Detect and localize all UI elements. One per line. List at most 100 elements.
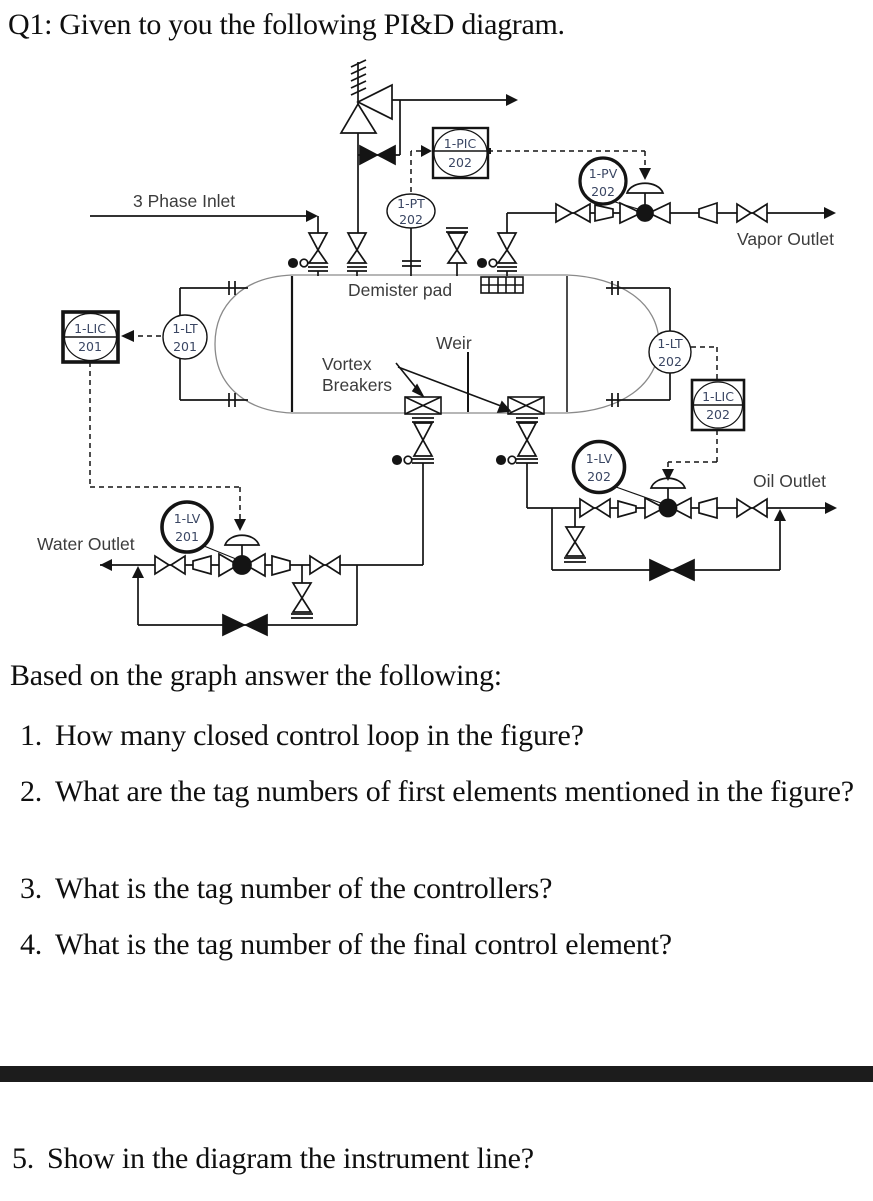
lic-201-num: 201 [78, 339, 102, 354]
question-1-number: 1. [20, 719, 43, 752]
question-5: 5. Show in the diagram the instrument lin… [12, 1139, 534, 1179]
pt-202-instrument: 1-PT 202 [386, 193, 436, 229]
pt-202-tag: 1-PT [397, 196, 425, 211]
gate-valve [555, 202, 574, 224]
gate-valve [736, 202, 753, 224]
demister-pad-symbol [480, 276, 524, 294]
vortex-label-line2: Breakers [322, 375, 392, 395]
question-1: 1. How many closed control loop in the fi… [20, 716, 584, 756]
inlet-label: 3 Phase Inlet [133, 191, 235, 211]
lv-202-tag: 1-LV [586, 451, 613, 466]
lv-201-instrument: 1-LV 201 [160, 500, 214, 554]
control-valve-vapor [611, 182, 671, 225]
question-3-text: What is the tag number of the controller… [55, 872, 553, 905]
questions-intro: Based on the graph answer the following: [10, 659, 502, 692]
lv-202-num: 202 [587, 469, 611, 484]
lt-201-tag: 1-LT [172, 321, 198, 336]
control-valve-water [203, 534, 266, 578]
gate-valve [579, 497, 596, 519]
signal-arrowheads [121, 145, 674, 531]
drain-plug-icon [476, 257, 488, 269]
vortex-breaker-left [404, 396, 442, 415]
demister-label: Demister pad [348, 280, 452, 300]
pv-202-instrument: 1-PV 202 [578, 156, 628, 206]
diaphragm-actuator [223, 534, 261, 546]
reducer [594, 203, 614, 223]
closed-valve-psv-bypass [359, 144, 379, 166]
reducer [617, 499, 637, 519]
vortex-breaker-right [507, 396, 545, 415]
vent-valve [446, 227, 468, 276]
question-3-number: 3. [20, 872, 43, 905]
lic-202-num: 202 [706, 407, 730, 422]
lic-202-tag: 1-LIC [702, 389, 734, 404]
weir-label: Weir [436, 333, 472, 353]
lt-202-instrument: 1-LT 202 [648, 330, 692, 374]
control-valve-oil [615, 477, 692, 520]
pt-202-num: 202 [399, 212, 423, 227]
drain-plug-icon [495, 454, 507, 466]
question-1-text: How many closed control loop in the figu… [55, 719, 584, 752]
stub-drain-valve [564, 526, 586, 544]
question-5-number: 5. [12, 1142, 35, 1175]
question-2: 2. What are the tag numbers of first elem… [20, 772, 873, 812]
water-outlet-line [100, 417, 434, 637]
question-2-number: 2. [20, 775, 43, 808]
vb-drain-valve [516, 422, 538, 442]
lt-201-num: 201 [173, 339, 197, 354]
instrument-signal-lines [89, 150, 718, 519]
question-5-text: Show in the diagram the instrument line? [47, 1142, 534, 1175]
inlet-line [90, 210, 329, 276]
lt-201-instrument: 1-LT 201 [162, 314, 208, 360]
relief-discharge-line [358, 94, 518, 166]
closed-bypass-valve [222, 613, 246, 637]
reducer [192, 554, 212, 576]
pv-202-num: 202 [591, 184, 615, 199]
question-4-text: What is the tag number of the final cont… [55, 928, 672, 961]
vapor-riser-valve [476, 213, 518, 276]
stub-drain-valve [291, 582, 313, 600]
inlet-valve [307, 232, 329, 252]
reducer [698, 201, 718, 225]
lic-202-controller: 1-LIC 202 [690, 378, 746, 432]
drain-plug-icon [391, 454, 403, 466]
lt-202-num: 202 [658, 354, 682, 369]
oil-outlet-line [495, 417, 837, 582]
drain-plug-icon [287, 257, 299, 269]
closed-bypass-valve [649, 558, 673, 582]
psv-isolation-valve [346, 232, 368, 276]
pressure-relief-valve [339, 59, 393, 233]
lic-201-controller: 1-LIC 201 [61, 310, 120, 364]
vapor-outlet-line [507, 201, 836, 225]
lic-201-tag: 1-LIC [74, 321, 106, 336]
question-2-text: What are the tag numbers of first elemen… [55, 775, 854, 808]
pid-diagram: 1-PIC 202 1-PV 202 1-PT 202 1-LIC 201 1-… [37, 59, 837, 637]
vb-drain-valve [412, 422, 434, 442]
lv-202-instrument: 1-LV 202 [571, 439, 627, 495]
lv-201-num: 201 [175, 529, 199, 544]
question-3: 3. What is the tag number of the controll… [20, 869, 552, 909]
diaphragm-actuator [625, 182, 665, 194]
vortex-pointer-arrows [395, 362, 512, 413]
page-title: Q1: Given to you the following PI&D diag… [8, 8, 565, 41]
pv-202-tag: 1-PV [589, 166, 618, 181]
question-4: 4. What is the tag number of the final co… [20, 925, 672, 965]
vapor-outlet-label: Vapor Outlet [737, 229, 834, 249]
vortex-label-line1: Vortex [322, 354, 372, 374]
piping-lines [90, 59, 837, 637]
lv-201-tag: 1-LV [174, 511, 201, 526]
pic-202-num: 202 [448, 155, 472, 170]
gate-valve [309, 554, 326, 576]
gate-valve [154, 554, 171, 576]
lt-202-tag: 1-LT [657, 336, 683, 351]
section-divider-bar [0, 1066, 873, 1082]
vessel-internals [290, 276, 568, 415]
pic-202-tag: 1-PIC [444, 136, 477, 151]
question-4-number: 4. [20, 928, 43, 961]
reducer [271, 554, 291, 577]
gate-valve [736, 497, 753, 519]
reducer [698, 496, 718, 520]
pt-nozzle [402, 228, 421, 276]
pic-202-controller: 1-PIC 202 [431, 126, 490, 180]
